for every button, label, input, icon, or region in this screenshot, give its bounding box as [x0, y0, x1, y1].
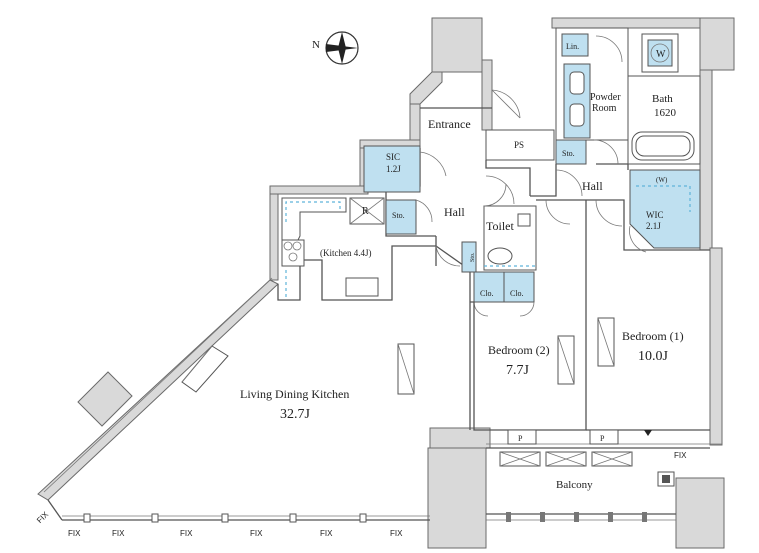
label-bath: Bath — [652, 93, 673, 105]
balcony-railing — [486, 512, 676, 522]
label-balcony: Balcony — [556, 479, 593, 491]
label-wic-w: (W) — [656, 176, 668, 184]
label-clo1: Clo. — [480, 289, 494, 298]
label-ldk-size: 32.7J — [280, 407, 311, 422]
label-sto-right: Sto. — [562, 149, 575, 158]
fix-label: FIX — [112, 529, 125, 538]
label-toilet: Toilet — [486, 219, 514, 233]
label-ps: PS — [514, 140, 524, 150]
label-refrigerator: R — [362, 206, 369, 217]
label-ldk: Living Dining Kitchen — [240, 387, 349, 401]
fix-label: FIX — [35, 509, 51, 525]
fix-labels: FIX FIX FIX FIX FIX FIX FIX FIX — [35, 451, 687, 538]
label-sto-left: Sto. — [392, 211, 405, 220]
fix-label: FIX — [320, 529, 333, 538]
label-bath-size: 1620 — [654, 107, 677, 119]
label-kitchen: (Kitchen 4.4J) — [320, 248, 372, 258]
label-clo2: Clo. — [510, 289, 524, 298]
label-powder-room: Room — [592, 103, 617, 114]
fix-label: FIX — [390, 529, 403, 538]
label-hall-right: Hall — [582, 179, 603, 193]
fix-label: FIX — [674, 451, 687, 460]
label-sto-small: Sto. — [470, 252, 476, 262]
fix-label: FIX — [180, 529, 193, 538]
label-wic: WIC — [646, 210, 664, 220]
north-compass: N — [312, 31, 359, 65]
compass-label: N — [312, 39, 320, 51]
label-sic: SIC — [386, 152, 400, 162]
fix-label: FIX — [68, 529, 81, 538]
label-powder: Powder — [590, 92, 621, 103]
label-bedroom1: Bedroom (1) — [622, 329, 684, 343]
label-washer: W — [656, 49, 666, 60]
label-lin: Lin. — [566, 42, 579, 51]
fix-label: FIX — [250, 529, 263, 538]
label-sic-size: 1.2J — [386, 164, 401, 174]
label-wic-size: 2.1J — [646, 221, 661, 231]
interior-walls — [43, 27, 722, 523]
label-bedroom1-size: 10.0J — [638, 349, 669, 364]
label-p1: P — [518, 434, 523, 443]
label-p2: P — [600, 434, 605, 443]
window-mullions — [83, 513, 367, 523]
label-entrance: Entrance — [428, 117, 471, 131]
room-labels: Entrance PS SIC 1.2J Sto. Hall (Kitchen … — [240, 42, 684, 491]
label-hall-left: Hall — [444, 205, 465, 219]
label-bedroom2-size: 7.7J — [506, 363, 530, 378]
balcony-planters — [499, 451, 633, 467]
label-bedroom2: Bedroom (2) — [488, 343, 550, 357]
